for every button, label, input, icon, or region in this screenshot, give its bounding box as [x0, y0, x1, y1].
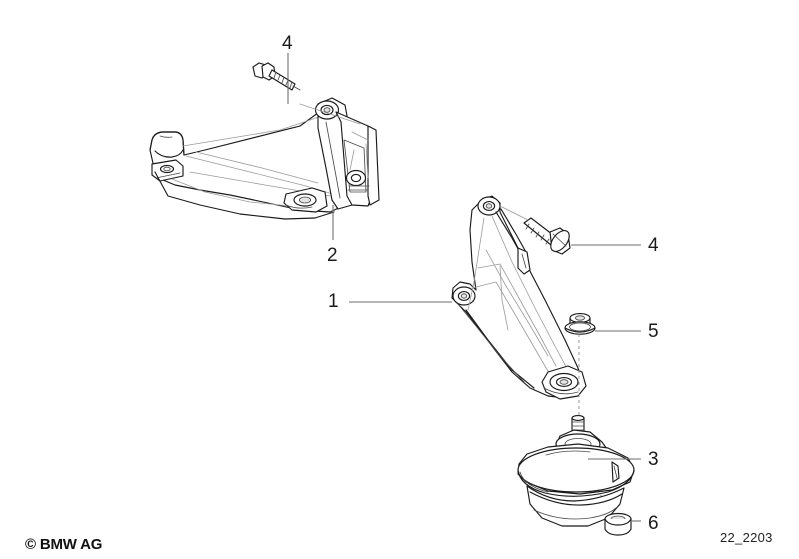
part-4-hex-flange-bolt-lower: [499, 205, 571, 255]
callout-3: 3: [648, 449, 659, 470]
callout-6: 6: [648, 513, 659, 534]
part-5-hex-flange-nut: [564, 313, 596, 335]
copyright-notice: © BMW AG: [25, 536, 103, 553]
callout-1: 1: [328, 291, 339, 312]
part-6-protective-cap: [604, 512, 632, 536]
part-4-hex-flange-bolt-upper: [252, 62, 301, 91]
callout-2: 2: [327, 245, 338, 266]
part-1-engine-support-bracket-right: [451, 195, 587, 400]
callout-5: 5: [648, 321, 659, 342]
callout-4-lower: 4: [648, 235, 659, 256]
callout-4-upper: 4: [282, 33, 293, 54]
leader-lines: [287, 53, 641, 522]
diagram-reference: 22_2203: [720, 530, 773, 545]
part-2-engine-support-bracket-left: [149, 97, 380, 220]
